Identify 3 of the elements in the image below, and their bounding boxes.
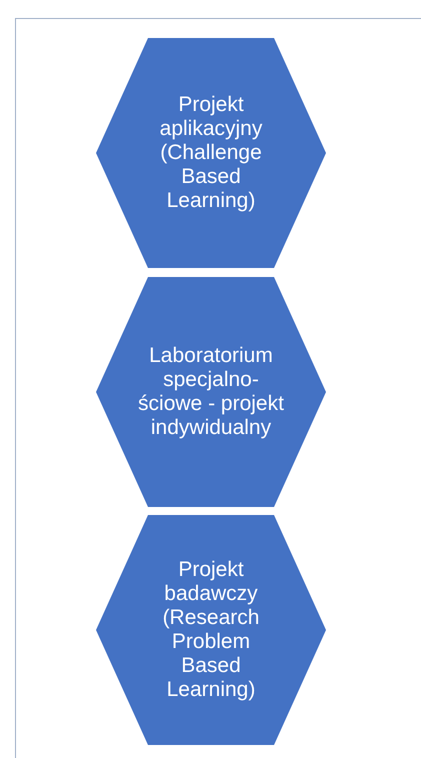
hexagon-label: Projekt badawczy (Research Problem Based Learning): [162, 558, 260, 702]
hexagon-label: Laboratorium specjalno- ściowe - projekt indywidualny: [138, 344, 284, 440]
hexagon-label: Projekt aplikacyjny (Challenge Based Learning): [158, 93, 264, 213]
